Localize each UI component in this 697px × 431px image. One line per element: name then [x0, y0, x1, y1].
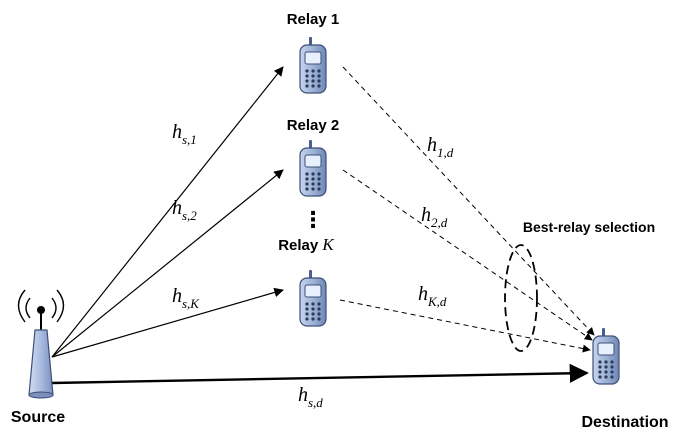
- link-relay-2-destination: [342, 169, 593, 341]
- relay-1-phone-icon: [299, 36, 327, 94]
- relay-2-label: Relay 2: [287, 117, 340, 134]
- channel-hs1-label: hs,1: [172, 121, 197, 147]
- link-relay-1-destination: [342, 66, 595, 336]
- source-label: Source: [11, 409, 65, 426]
- channel-hsK-label: hs,K: [172, 285, 200, 311]
- link-source-relay-1: [51, 66, 284, 358]
- channel-hsd-label: hs,d: [298, 384, 323, 410]
- relay-1-label: Relay 1: [287, 11, 340, 28]
- destination-label: Destination: [581, 414, 668, 431]
- link-relay-k-destination: [339, 299, 591, 353]
- channel-hs2-label: hs,2: [172, 197, 197, 223]
- relay-ellipsis: ⋮: [302, 207, 324, 232]
- channel-h1d-label: h1,d: [427, 134, 454, 160]
- best-relay-selection-label: Best-relay selection: [523, 219, 655, 235]
- link-source-relay-2: [51, 169, 284, 358]
- relay-k-phone-icon: [299, 269, 327, 327]
- destination-phone-icon: [592, 327, 620, 385]
- selection-ellipse: [504, 244, 538, 352]
- relay-2-phone-icon: [299, 139, 327, 197]
- antenna-tower-icon: [17, 289, 65, 399]
- channel-hKd-label: hK,d: [418, 283, 447, 309]
- relay-k-label: Relay K: [278, 235, 335, 254]
- link-source-destination: [51, 363, 589, 385]
- link-source-relay-k: [51, 287, 284, 358]
- channel-h2d-label: h2,d: [421, 204, 448, 230]
